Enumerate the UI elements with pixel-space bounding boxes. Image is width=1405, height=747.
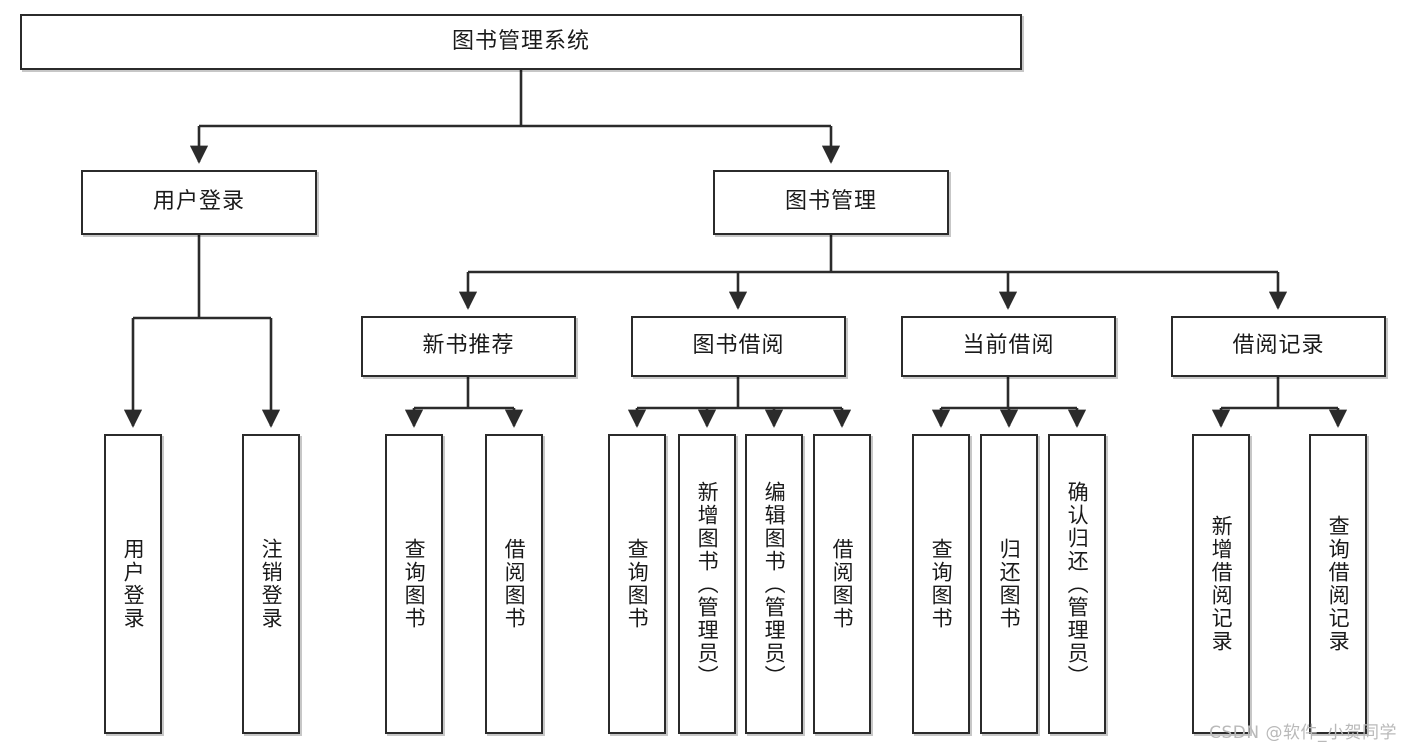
node-borrow-records-label: 借阅记录 <box>1232 333 1325 359</box>
leaf-book-borrow-query[interactable]: 查询图书 <box>608 434 666 734</box>
node-book-management[interactable]: 图书管理 <box>713 170 949 235</box>
node-root-label: 图书管理系统 <box>451 28 590 54</box>
node-book-borrow[interactable]: 图书借阅 <box>631 316 846 377</box>
leaf-user-login-login[interactable]: 用户登录 <box>104 434 162 734</box>
leaf-label: 查询图书 <box>402 538 427 630</box>
leaf-label: 编辑图书（管理员） <box>762 480 787 688</box>
node-current-borrow-label: 当前借阅 <box>962 333 1055 359</box>
leaf-label: 用户登录 <box>121 538 146 630</box>
leaf-label: 查询图书 <box>625 538 650 630</box>
node-user-login[interactable]: 用户登录 <box>81 170 317 235</box>
leaf-user-login-logout[interactable]: 注销登录 <box>242 434 300 734</box>
leaf-label: 新增图书（管理员） <box>695 480 720 688</box>
leaf-label: 借阅图书 <box>502 538 527 630</box>
leaf-current-borrow-confirm[interactable]: 确认归还（管理员） <box>1048 434 1106 734</box>
leaf-label: 查询借阅记录 <box>1326 515 1351 653</box>
leaf-label: 归还图书 <box>997 538 1022 630</box>
leaf-current-borrow-return[interactable]: 归还图书 <box>980 434 1038 734</box>
leaf-label: 确认归还（管理员） <box>1065 480 1090 688</box>
node-root-system[interactable]: 图书管理系统 <box>20 14 1022 70</box>
leaf-book-borrow-edit[interactable]: 编辑图书（管理员） <box>745 434 803 734</box>
leaf-label: 借阅图书 <box>830 538 855 630</box>
leaf-borrow-records-query[interactable]: 查询借阅记录 <box>1309 434 1367 734</box>
leaf-current-borrow-query[interactable]: 查询图书 <box>912 434 970 734</box>
leaf-label: 新增借阅记录 <box>1209 515 1234 653</box>
leaf-label: 注销登录 <box>259 538 284 630</box>
node-user-login-label: 用户登录 <box>152 189 245 215</box>
csdn-watermark: CSDN @软件_小贺同学 <box>1209 723 1397 743</box>
leaf-label: 查询图书 <box>929 538 954 630</box>
leaf-book-borrow-add[interactable]: 新增图书（管理员） <box>678 434 736 734</box>
leaf-book-borrow-borrow[interactable]: 借阅图书 <box>813 434 871 734</box>
node-new-book-recommend[interactable]: 新书推荐 <box>361 316 576 377</box>
node-new-book-recommend-label: 新书推荐 <box>422 333 515 359</box>
leaf-new-book-borrow[interactable]: 借阅图书 <box>485 434 543 734</box>
leaf-borrow-records-add[interactable]: 新增借阅记录 <box>1192 434 1250 734</box>
node-borrow-records[interactable]: 借阅记录 <box>1171 316 1386 377</box>
node-book-borrow-label: 图书借阅 <box>692 333 785 359</box>
node-current-borrow[interactable]: 当前借阅 <box>901 316 1116 377</box>
leaf-new-book-query[interactable]: 查询图书 <box>385 434 443 734</box>
node-book-management-label: 图书管理 <box>784 189 877 215</box>
